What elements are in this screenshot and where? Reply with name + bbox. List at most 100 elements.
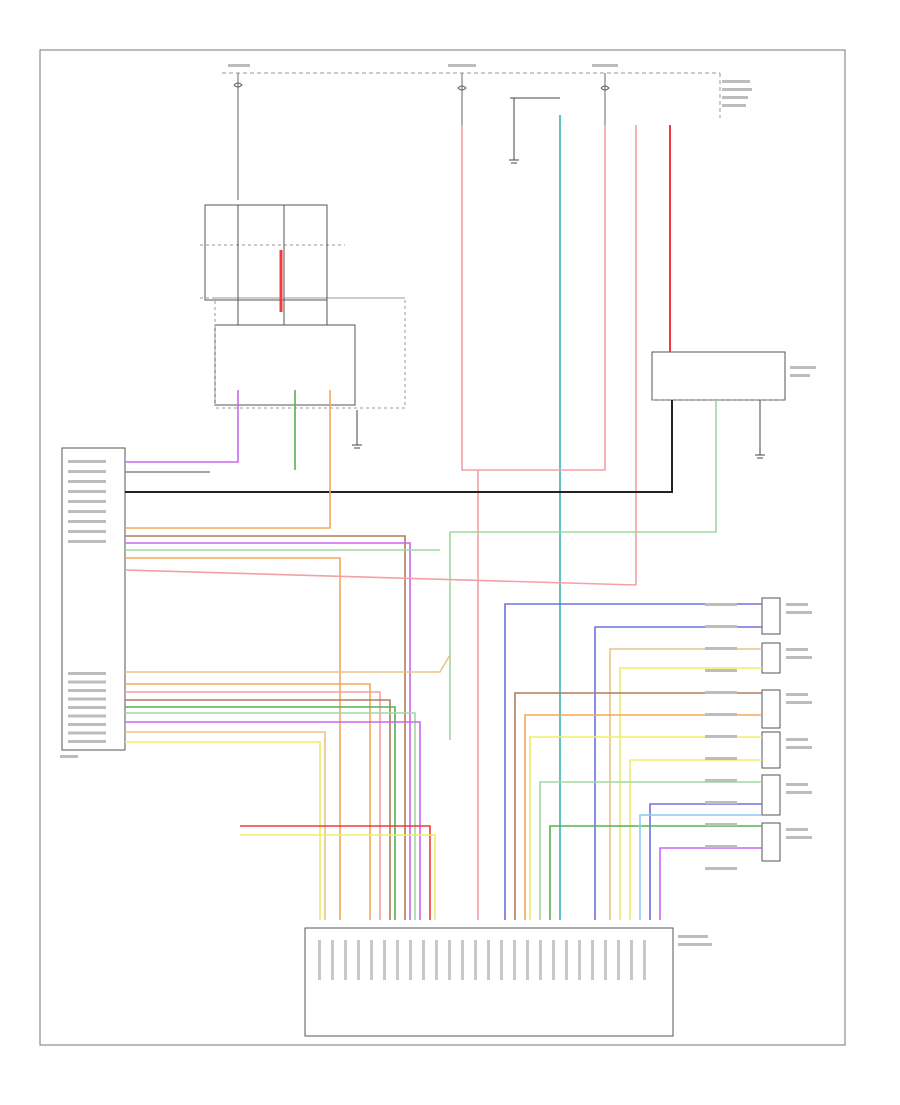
label-amp-pin-12 <box>474 940 477 980</box>
wire-violet-s12 <box>659 847 762 920</box>
label-speaker-1b <box>786 656 812 659</box>
wire-yellow-a <box>125 741 321 920</box>
wire-yellow-s4 <box>619 667 762 920</box>
label-relay-name <box>790 366 816 369</box>
label-amp-pin-20 <box>578 940 581 980</box>
label-top-5 <box>722 96 748 99</box>
label-speaker-2b <box>786 701 812 704</box>
label-radio-pin-low-1 <box>68 680 106 684</box>
label-amp-name <box>678 935 708 938</box>
label-wirecolor-1 <box>705 625 737 628</box>
wire-red-feed <box>240 825 431 920</box>
fuse-drop-right <box>600 73 610 125</box>
label-wirecolor-5 <box>705 713 737 716</box>
label-top-4 <box>722 88 752 91</box>
label-amp-pin-25 <box>643 940 646 980</box>
fuse-drop-center <box>457 73 467 125</box>
label-wirecolor-10 <box>705 823 737 826</box>
label-radio-pin-low-7 <box>68 731 106 735</box>
wire-brown-1 <box>125 535 406 920</box>
label-wirecolor-0 <box>705 603 737 606</box>
label-amp-pin-22 <box>604 940 607 980</box>
label-amp-name-2 <box>678 943 712 946</box>
ground-symbol-top <box>509 97 560 164</box>
label-wirecolor-8 <box>705 779 737 782</box>
label-amp-pin-21 <box>591 940 594 980</box>
ground-symbol-right <box>755 400 765 459</box>
label-radio-pin-low-5 <box>68 714 106 718</box>
label-amp-pin-18 <box>552 940 555 980</box>
amplifier-connector <box>304 927 674 1037</box>
fuse-drop-left <box>233 73 243 200</box>
wire-orange-s6 <box>524 714 762 920</box>
label-amp-pin-17 <box>539 940 542 980</box>
wire-blue-s1 <box>504 603 762 920</box>
label-amp-pin-11 <box>461 940 464 980</box>
label-wirecolor-7 <box>705 757 737 760</box>
wire-pink-main <box>461 125 479 920</box>
label-relay-name-2 <box>790 374 810 377</box>
switch-block <box>204 204 328 301</box>
label-wirecolor-2 <box>705 647 737 650</box>
label-radio-name <box>60 755 78 758</box>
label-speaker-0a <box>786 603 808 606</box>
label-radio-pin-1 <box>68 470 106 473</box>
label-radio-pin-low-4 <box>68 706 106 709</box>
wire-pink-2 <box>124 569 637 586</box>
label-top-3 <box>722 80 750 83</box>
label-radio-pin-0 <box>68 460 106 463</box>
wire-lgreen-a <box>125 712 416 920</box>
label-amp-pin-16 <box>526 940 529 980</box>
label-wirecolor-4 <box>705 691 737 694</box>
label-speaker-4b <box>786 791 812 794</box>
label-amp-pin-2 <box>344 940 347 980</box>
wire-violet-2 <box>125 542 411 920</box>
wire-black-antenna <box>125 400 673 493</box>
label-amp-pin-24 <box>630 940 633 980</box>
label-radio-pin-7 <box>68 530 106 533</box>
label-wirecolor-11 <box>705 845 737 848</box>
wire-orange-2 <box>125 557 341 920</box>
label-wirecolor-6 <box>705 735 737 738</box>
label-top-6 <box>722 104 746 107</box>
radio-connector <box>61 447 126 751</box>
label-amp-pin-9 <box>435 940 438 980</box>
label-wirecolor-12 <box>705 867 737 870</box>
label-amp-pin-19 <box>565 940 568 980</box>
wire-orange-1 <box>125 390 331 529</box>
diagram-border <box>39 49 846 1046</box>
label-amp-pin-15 <box>513 940 516 980</box>
module-block-outline <box>214 297 406 409</box>
label-wirecolor-3 <box>705 669 737 672</box>
label-radio-pin-low-3 <box>68 697 106 701</box>
module-block <box>214 324 356 406</box>
label-wirecolor-9 <box>705 801 737 804</box>
wire-pink-a <box>125 691 381 920</box>
label-bars <box>60 64 816 980</box>
label-radio-pin-low-2 <box>68 689 106 692</box>
wire-green-s11 <box>549 825 762 920</box>
ground-symbol-middle <box>352 410 362 449</box>
label-amp-pin-10 <box>448 940 451 980</box>
wire-violet-1 <box>125 390 239 463</box>
label-top-2 <box>592 64 618 67</box>
label-speaker-2a <box>786 693 808 696</box>
label-radio-pin-8 <box>68 540 106 543</box>
label-radio-pin-low-6 <box>68 723 106 726</box>
wire-lightblue-s13 <box>639 814 762 920</box>
label-speaker-3a <box>786 738 808 741</box>
wire-orange-a <box>125 683 371 920</box>
label-speaker-3b <box>786 746 812 749</box>
wire-tan-a <box>125 654 451 673</box>
label-radio-pin-low-0 <box>68 672 106 675</box>
relay-module <box>651 351 786 401</box>
label-amp-pin-0 <box>318 940 321 980</box>
wire-yellow-feed <box>240 834 436 920</box>
label-amp-pin-13 <box>487 940 490 980</box>
wire-pink-right <box>478 125 606 471</box>
wire-teal-s9 <box>539 781 762 920</box>
label-speaker-5a <box>786 828 808 831</box>
label-amp-pin-5 <box>383 940 386 980</box>
label-amp-pin-7 <box>409 940 412 980</box>
